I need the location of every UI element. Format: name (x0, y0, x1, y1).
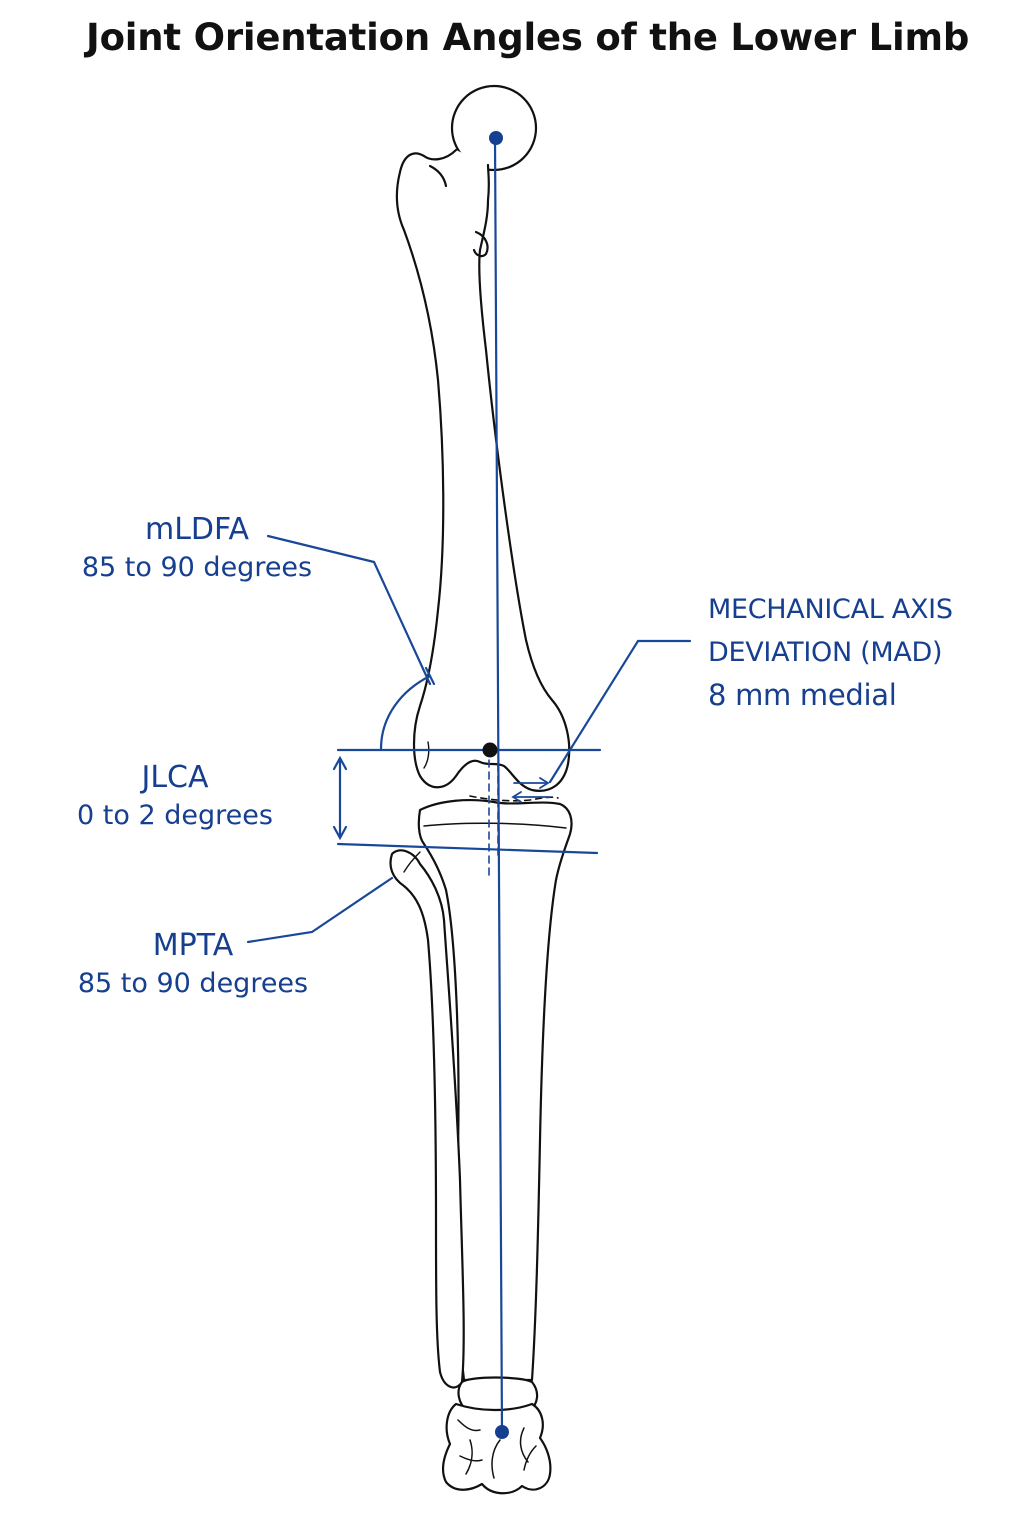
jlca-name: JLCA (141, 760, 209, 795)
ankle-center-point (495, 1425, 509, 1439)
mad-title-line-1: MECHANICAL AXIS (708, 594, 953, 625)
fibula (389, 849, 465, 1389)
mad-arrow-upper-head (539, 777, 550, 789)
mad-leader-line (548, 639, 692, 784)
femur (395, 148, 571, 792)
foot-bone-segments (457, 1419, 537, 1479)
jlca-label: JLCA 0 to 2 degrees (70, 758, 280, 834)
femoral-notch (423, 741, 430, 769)
mldfa-arc-tick (424, 666, 436, 686)
knee-center-point (482, 742, 498, 758)
mpta-leader-line (246, 876, 394, 944)
mldfa-label: mLDFA 85 to 90 degrees (66, 510, 328, 586)
trochanter-line (428, 164, 448, 188)
mpta-name: MPTA (152, 928, 234, 963)
mldfa-leader-line (266, 534, 432, 686)
mldfa-value: 85 to 90 degrees (81, 552, 313, 583)
mad-value: 8 mm medial (708, 678, 897, 712)
tibia (417, 798, 573, 1382)
mpta-value: 85 to 90 degrees (77, 968, 309, 999)
lesser-trochanter (472, 230, 489, 258)
axis-lines (246, 136, 692, 1434)
mechanical-axis-line (493, 136, 504, 1434)
meniscus-line (469, 795, 559, 802)
foot-bones (441, 1402, 552, 1495)
jlca-arrow-head-top (332, 755, 348, 771)
mldfa-angle-arc (379, 674, 432, 751)
mad-arrow-lower-head (511, 791, 522, 803)
jlca-value: 0 to 2 degrees (77, 800, 273, 831)
bone-outlines (389, 84, 573, 1495)
mad-label: MECHANICAL AXIS DEVIATION (MAD) 8 mm med… (708, 588, 1008, 717)
mpta-label: MPTA 85 to 90 degrees (62, 926, 324, 1002)
tibial-joint-line (336, 842, 599, 855)
jlca-arrow-head-bottom (332, 825, 348, 841)
femoral-head (450, 84, 538, 172)
femoral-head-center-point (489, 131, 503, 145)
fibula-head-detail (403, 851, 421, 873)
mad-title-line-2: DEVIATION (MAD) (708, 637, 943, 668)
diagram-title: Joint Orientation Angles of the Lower Li… (86, 16, 970, 59)
mldfa-name: mLDFA (144, 512, 250, 547)
tibial-plateau (423, 822, 567, 829)
